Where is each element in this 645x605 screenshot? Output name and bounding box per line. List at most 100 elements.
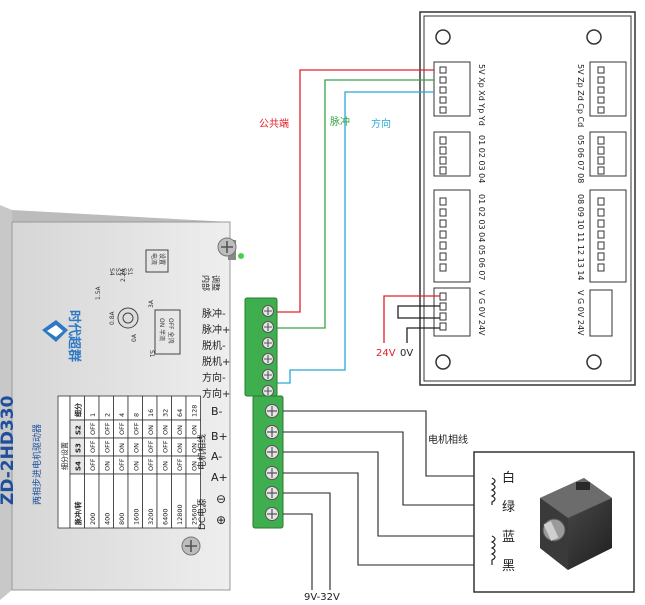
connector-08-14 [589, 189, 627, 283]
terminal-screw-slot [267, 447, 277, 457]
subdiv-header: S4 [75, 461, 83, 471]
s1-box [154, 309, 181, 355]
label-direction: 方向 [371, 117, 391, 130]
dip-label-s2: S2 [120, 268, 127, 276]
s1-off-label: OFF 全流 [167, 318, 175, 344]
wire-b-plus [283, 431, 492, 506]
subdiv-header: S2 [75, 425, 83, 435]
subdiv-value: 2 [104, 413, 112, 417]
subdiv-value: 6400 [162, 508, 170, 525]
connector-01-07 [433, 189, 471, 283]
internal-adjust-line2: 调整 [211, 275, 221, 291]
subdiv-value: OFF [147, 458, 155, 471]
connector-power-left [433, 287, 471, 337]
pin-row [597, 197, 605, 272]
subdiv-value: ON [176, 425, 184, 435]
current-setting-line2: 设置 [158, 253, 166, 265]
subdiv-value: OFF [133, 422, 141, 435]
current-label-2p2: 2.2A [120, 267, 127, 282]
subdiv-value: 200 [89, 513, 97, 525]
subdiv-value: ON [162, 461, 170, 471]
current-dial [117, 307, 139, 329]
subdiv-value: 3200 [147, 508, 155, 525]
wire-0v [406, 327, 440, 343]
subdiv-value: OFF [147, 440, 155, 453]
pins-label-xy: 5V Xp Xd Yp Yd [477, 64, 486, 126]
wire-common-red [270, 69, 434, 313]
current-setting-line1: 电流 [150, 253, 158, 265]
subdiv-value: ON [191, 443, 199, 453]
subdiv-value: 1 [89, 413, 97, 417]
subdiv-header: S3 [75, 443, 83, 453]
terminal-screw-slot [264, 339, 272, 347]
wire-color-blue: 蓝 [502, 530, 515, 545]
pins-label-05-08: 05 06 07 08 [576, 135, 585, 183]
motor-phase-wires-label: 电机相线 [428, 433, 468, 446]
subdiv-value: ON [162, 425, 170, 435]
wire-color-green: 绿 [502, 500, 515, 515]
connector-power-right [589, 289, 613, 337]
subdiv-value: OFF [89, 422, 97, 435]
subdiv-title: 细分设置 [60, 442, 69, 470]
subdiv-value: ON [191, 425, 199, 435]
terminal-label-enable-minus: 脱机- [202, 339, 226, 352]
motor-wires [283, 410, 492, 590]
connector-05-08 [589, 131, 627, 177]
connector-01-04 [433, 131, 471, 177]
connector-zc [589, 61, 627, 117]
terminal-screw-slot [264, 323, 272, 331]
subdiv-value: OFF [89, 440, 97, 453]
terminal-screw-slot [267, 488, 277, 498]
terminal-label-dir-minus: 方向- [202, 371, 226, 384]
subdiv-value: 8 [133, 413, 141, 417]
motor-shaft [543, 521, 559, 541]
subdiv-value: ON [133, 461, 141, 471]
dip-label-s4: S4 [108, 268, 115, 276]
subdiv-cell [185, 473, 201, 529]
s1-label: S1 [148, 350, 155, 358]
pins-label-power-right: V G 0V 24V [576, 290, 585, 336]
controller-power-wires [383, 295, 440, 343]
terminal-label-pulse-plus: 脉冲+ [202, 323, 230, 336]
current-label-1p5: 1.5A [95, 285, 102, 300]
wire-pulse-green [276, 79, 434, 329]
terminal-screw-slot [264, 355, 272, 363]
mount-hole [435, 354, 451, 370]
brand-logo [42, 320, 68, 342]
terminal-label-a-plus: A+ [211, 471, 228, 484]
subdiv-value: ON [176, 443, 184, 453]
subdiv-value: 32 [162, 409, 170, 417]
screw-slot [221, 241, 233, 253]
subdiv-value: 128 [191, 405, 199, 417]
terminal-screw-slot [267, 406, 277, 416]
subdiv-value: 16 [147, 409, 155, 417]
power-led [238, 253, 244, 259]
subdivision-table: 细分设置 细分S2S3S4脉冲/转1OFFOFFOFF2002OFFOFFON4… [57, 395, 201, 529]
terminal-screw-slot [264, 371, 272, 379]
supply-range-label: 9V-32V [304, 592, 340, 603]
wire-direction-cyan [276, 91, 434, 384]
wire-color-white: 白 [502, 470, 515, 486]
coil-a [490, 477, 496, 505]
subdiv-value: 400 [104, 513, 112, 525]
subdiv-header: 细分 [74, 403, 83, 417]
terminal-screw-slot [267, 468, 277, 478]
driver-subtitle: 两相步进电机驱动器 [31, 424, 43, 505]
terminal-label-a-minus: A- [211, 450, 222, 463]
subdiv-value: 64 [176, 409, 184, 417]
terminal-label-b-minus: B- [211, 405, 223, 418]
subdiv-value: OFF [89, 458, 97, 471]
current-label-0a: 0A [131, 333, 138, 342]
subdiv-value: ON [133, 443, 141, 453]
dc-plus-symbol: ⊕ [216, 513, 226, 527]
pins-label-01-07: 01 02 03 04 05 06 07 [477, 194, 486, 281]
label-24v: 24V [376, 348, 396, 359]
current-setting-box [145, 249, 169, 273]
dip-label-s1: S1 [126, 268, 133, 276]
subdiv-value: 12800 [176, 504, 184, 525]
subdiv-value: OFF [104, 422, 112, 435]
subdiv-value: 1600 [133, 508, 141, 525]
terminal-screw-slot [267, 509, 277, 519]
wire-g-0v-link [397, 305, 440, 319]
